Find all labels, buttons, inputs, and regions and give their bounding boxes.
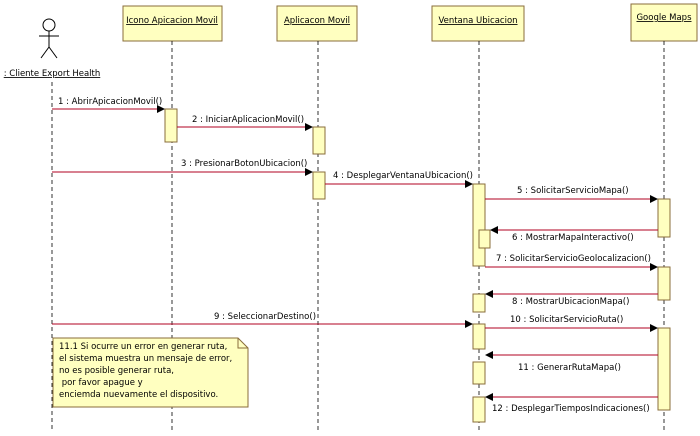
message-label: 9 : SeleccionarDestino() <box>214 312 316 322</box>
activation-ventana-2 <box>472 293 486 313</box>
message-label: 7 : SolicitarServicioGeolocalizacion() <box>496 254 651 264</box>
note-line: el sistema muestra un mensaje de error, <box>59 354 232 364</box>
lifeline-label: Icono Apicacion Movil <box>126 16 218 26</box>
activation-maps-2 <box>657 266 671 301</box>
lifeline-label: Google Maps <box>636 13 692 23</box>
activation-ventana-nested <box>478 229 491 249</box>
message-label: 12 : DesplegarTiemposIndicaciones() <box>492 404 650 414</box>
actor-cliente: : Cliente Export Health <box>4 18 101 432</box>
lifeline-icono: Icono Apicacion Movil <box>122 5 223 432</box>
note-line: 11.1 Si ocurre un error en generar ruta, <box>59 342 227 352</box>
message-label: 2 : IniciarAplicacionMovil() <box>192 115 304 125</box>
activation-app-2 <box>312 171 326 200</box>
activation-ventana-4 <box>472 361 486 385</box>
message-label: 5 : SolicitarServicioMapa() <box>517 186 629 196</box>
error-note: 11.1 Si ocurre un error en generar ruta,… <box>52 337 249 408</box>
lifeline-google-maps: Google Maps <box>630 3 698 432</box>
note-line: enciemda nuevamente el dispositivo. <box>59 390 218 400</box>
message-label: 3 : PresionarBotonUbicacion() <box>181 159 307 169</box>
lifeline-label: Ventana Ubicacion <box>438 16 517 26</box>
message-label: 4 : DesplegarVentanaUbicacion() <box>333 171 473 181</box>
message-label: 1 : AbrirApicacionMovil() <box>58 97 162 107</box>
activation-bars <box>164 108 671 423</box>
message-label: 8 : MostrarUbicacionMapa() <box>512 297 629 307</box>
activation-maps-1 <box>657 198 671 238</box>
message-label: 11 : GenerarRutaMapa() <box>518 363 621 373</box>
activation-app-1 <box>312 126 326 155</box>
activation-maps-3 <box>657 327 671 411</box>
messages: 1 : AbrirApicacionMovil() 2 : IniciarApl… <box>52 97 658 414</box>
activation-ventana-1 <box>472 183 486 267</box>
message-label: 10 : SolicitarServicioRuta() <box>510 315 623 325</box>
lifeline-aplicacion: Aplicacon Movil <box>276 5 358 432</box>
note-line: por favor apague y <box>59 378 143 388</box>
activation-ventana-3 <box>472 323 486 350</box>
actor-label: : Cliente Export Health <box>4 69 101 79</box>
lifeline-label: Aplicacon Movil <box>284 16 350 26</box>
message-label: 6 : MostrarMapaInteractivo() <box>512 233 634 243</box>
activation-ventana-5 <box>472 396 486 423</box>
note-line: no es posible generar ruta, <box>59 366 174 376</box>
activation-icono <box>164 108 178 143</box>
